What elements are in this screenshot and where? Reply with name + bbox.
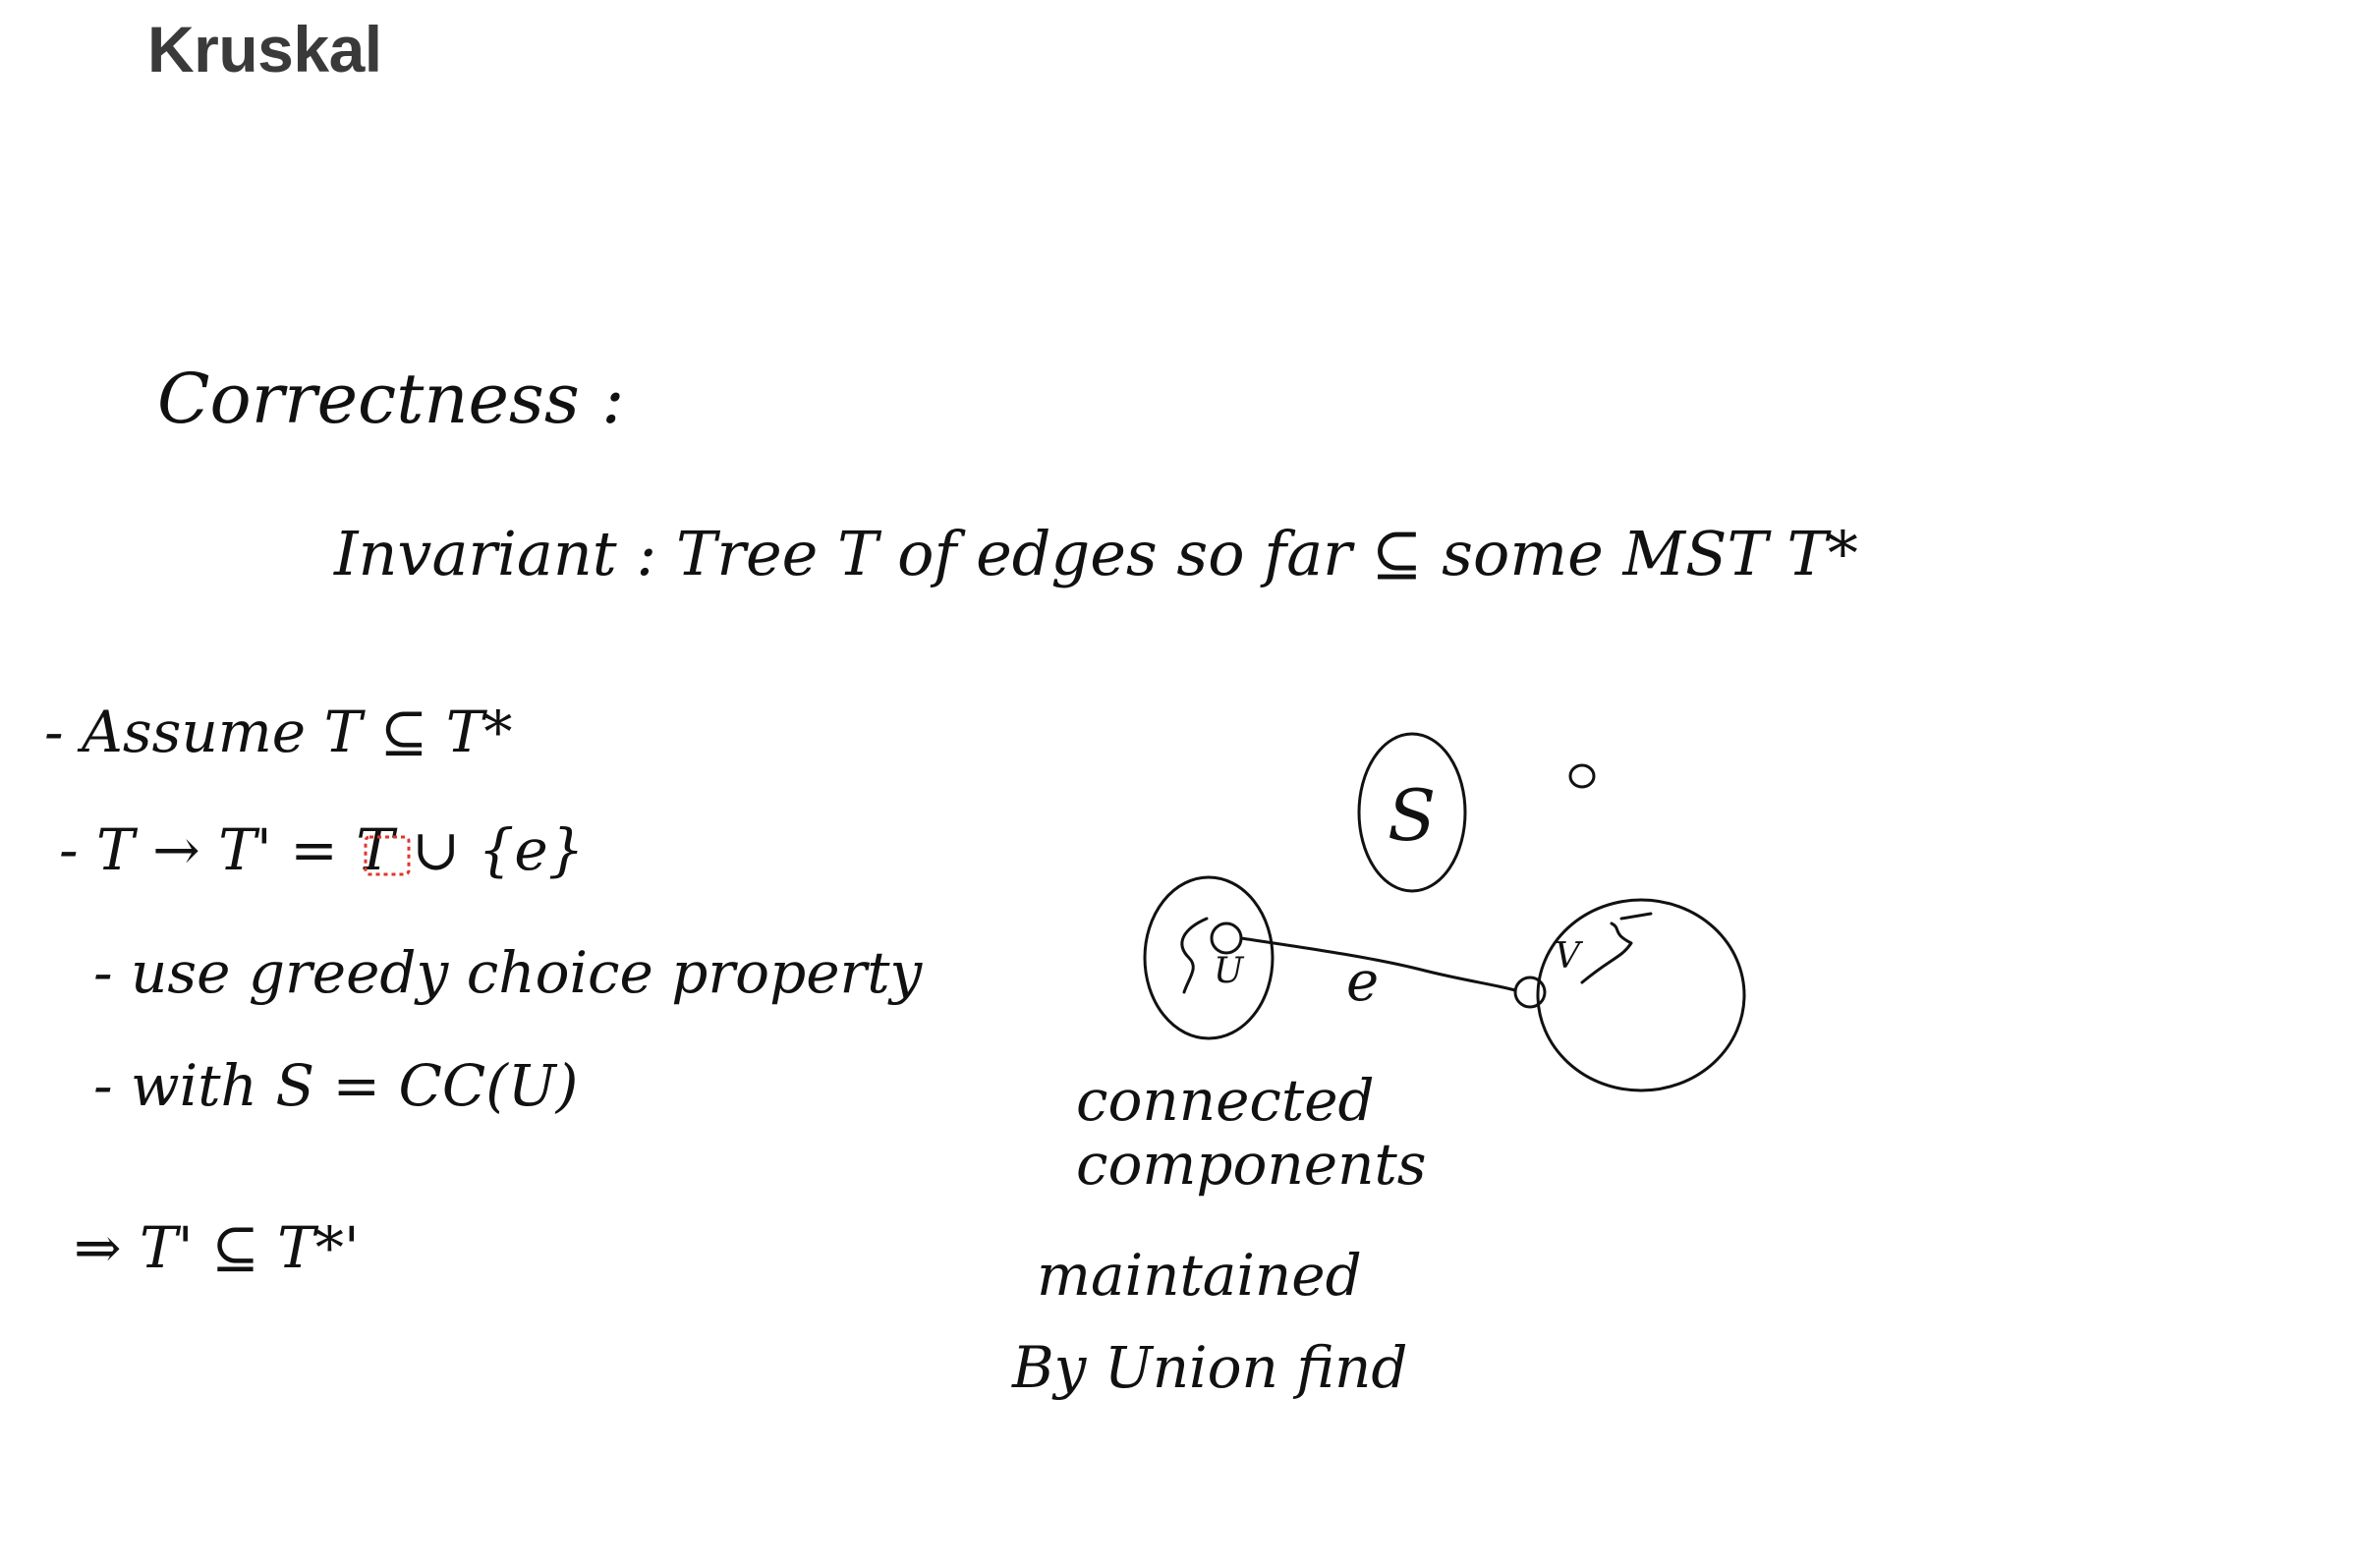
- step-extend-tree: - T → T' = T ∪ {e}: [59, 816, 585, 883]
- caption-line-1: connected: [1076, 1067, 1375, 1134]
- vertex-u: [1210, 922, 1243, 955]
- step-greedy-choice: - use greedy choice property: [93, 939, 924, 1006]
- step-assume: - Assume T ⊆ T*: [44, 698, 512, 765]
- vertex-v-label: V: [1555, 936, 1584, 977]
- invariant-statement: Invariant : Tree T of edges so far ⊆ som…: [333, 518, 1858, 589]
- caption-line-2: components: [1076, 1131, 1427, 1198]
- component-s-label: S: [1388, 774, 1436, 857]
- vertex-v: [1513, 976, 1547, 1009]
- edge-e-label: e: [1346, 950, 1379, 1014]
- component-s-ellipse: [1357, 732, 1467, 893]
- cut-bracket-right: [1580, 912, 1653, 984]
- component-u-ellipse: [1143, 875, 1275, 1040]
- page-title: Kruskal: [147, 13, 382, 85]
- step-cut-choice: - with S = CC(U): [93, 1052, 578, 1119]
- edge-e: [1239, 936, 1517, 992]
- step-conclusion: ⇒ T' ⊆ T*': [74, 1214, 360, 1281]
- correctness-heading: Correctness :: [157, 359, 625, 439]
- cut-bracket-left: [1180, 917, 1209, 994]
- isolated-vertex: [1568, 763, 1596, 789]
- caption-line-4: By Union find: [1011, 1334, 1408, 1401]
- component-v-ellipse: [1536, 898, 1746, 1092]
- caption-line-3: maintained: [1037, 1242, 1362, 1309]
- highlight-marker: [364, 835, 411, 876]
- vertex-u-label: U: [1214, 951, 1245, 991]
